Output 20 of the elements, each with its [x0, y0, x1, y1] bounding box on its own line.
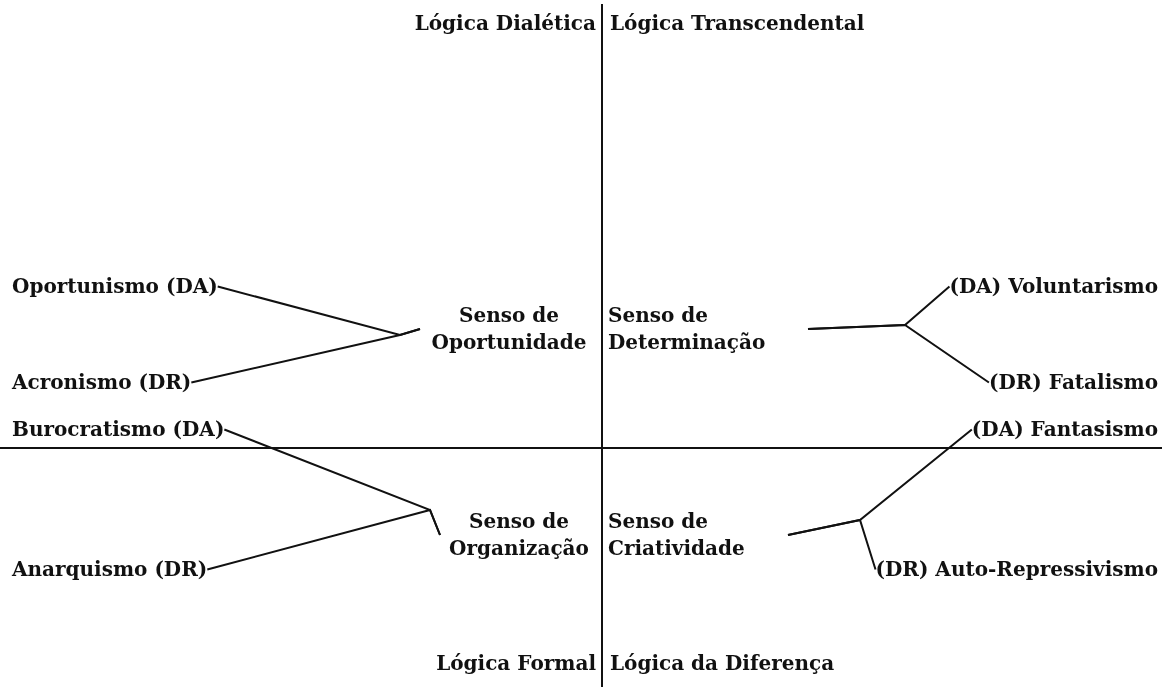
- connector-line: [787, 518, 877, 571]
- attitude-label: Anarquismo (DR): [12, 556, 208, 583]
- logic-label: Lógica Dialética: [414, 10, 596, 37]
- connector-line: [206, 508, 441, 571]
- connector-line: [190, 328, 421, 384]
- connector-line: [807, 324, 990, 384]
- logic-label: Lógica da Diferença: [610, 650, 835, 677]
- logic-label: Lógica Transcendental: [610, 10, 865, 37]
- logic-label: Lógica Formal: [436, 650, 596, 677]
- attitude-label: (DR) Fatalismo: [988, 369, 1158, 396]
- concept-label: Senso de Criatividade: [608, 508, 788, 562]
- concept-label: Senso de Organização: [440, 508, 598, 562]
- attitude-label: Acronismo (DR): [12, 369, 192, 396]
- concept-label: Senso de Oportunidade: [420, 302, 598, 356]
- attitude-label: (DA) Voluntarismo: [949, 273, 1158, 300]
- concept-label: Senso de Determinação: [608, 302, 808, 356]
- attitude-label: (DR) Auto-Repressivismo: [875, 556, 1158, 583]
- attitude-label: Oportunismo (DA): [12, 273, 218, 300]
- attitude-label: Burocratismo (DA): [12, 416, 225, 443]
- attitude-label: (DA) Fantasismo: [971, 416, 1158, 443]
